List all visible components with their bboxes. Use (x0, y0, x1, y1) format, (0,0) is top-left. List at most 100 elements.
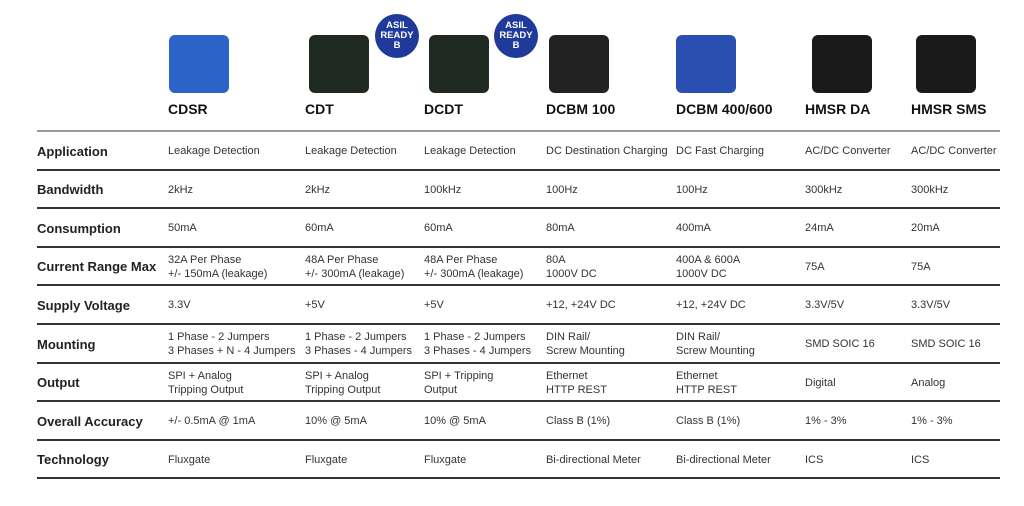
cell-line: +/- 0.5mA @ 1mA (168, 415, 256, 428)
cell-line: Screw Mounting (676, 345, 755, 357)
cell-line: Class B (1%) (676, 415, 741, 428)
badge-line: B (512, 40, 520, 51)
cell-line: 48A Per Phase (424, 253, 498, 266)
table-cell: 100Hz (546, 183, 578, 197)
cell-line: Leakage Detection (168, 145, 260, 157)
row-label: Technology (37, 452, 109, 468)
table-cell: DIN Rail/Screw Mounting (546, 330, 625, 358)
cell-line: HTTP REST (546, 383, 607, 396)
table-cell: Fluxgate (305, 453, 347, 467)
product-name: CDSR (168, 101, 208, 117)
product-name: DCDT (424, 101, 463, 117)
cell-line: 100Hz (546, 183, 578, 196)
product-name: CDT (305, 101, 334, 117)
row-divider (37, 361, 1000, 364)
cell-line: 75A (805, 260, 825, 273)
cell-line: +/- 300mA (leakage) (305, 267, 405, 280)
cell-line: Fluxgate (305, 453, 348, 466)
row-divider (37, 207, 1000, 210)
row-label: Overall Accuracy (37, 413, 143, 429)
cell-line: HTTP REST (676, 383, 737, 396)
cell-line: 10% @ 5mA (305, 415, 367, 428)
row-label: Mounting (37, 336, 96, 352)
cell-line: 80mA (546, 222, 575, 235)
cell-line: 20mA (911, 222, 940, 235)
cell-line: Ethernet (546, 369, 588, 382)
product-image (549, 35, 609, 93)
cell-line: 1000V DC (546, 267, 597, 280)
table-cell: 100Hz (676, 183, 708, 197)
table-cell: 100kHz (424, 183, 461, 197)
table-cell: DC Fast Charging (676, 144, 764, 158)
table-row: Current Range Max 32A Per Phase+/- 150mA … (37, 248, 1000, 286)
cell-line: 24mA (805, 222, 834, 235)
table-cell: Leakage Detection (305, 144, 397, 158)
row-label: Current Range Max (37, 259, 157, 275)
cell-line: SPI + Tripping (424, 369, 494, 382)
cell-line: SPI + Analog (305, 369, 369, 382)
table-cell: Analog (911, 376, 945, 390)
table-cell: 3.3V/5V (911, 298, 950, 312)
table-cell: 48A Per Phase+/- 300mA (leakage) (305, 253, 404, 281)
cell-line: +5V (424, 299, 444, 312)
cell-line: ICS (805, 453, 824, 466)
cell-line: Leakage Detection (305, 145, 397, 157)
cell-line: 2kHz (305, 183, 331, 196)
product-name: HMSR SMS (911, 101, 987, 117)
row-label: Supply Voltage (37, 297, 130, 313)
table-cell: 60mA (305, 221, 334, 235)
row-label: Bandwidth (37, 182, 104, 198)
row-divider (37, 477, 1000, 480)
cell-line: Fluxgate (424, 453, 467, 466)
cell-line: SPI + Analog (168, 369, 232, 382)
cell-line: DC Destination Charging (546, 145, 668, 157)
cell-line: 1% - 3% (805, 415, 847, 428)
cell-line: 32A Per Phase (168, 253, 242, 266)
cell-line: 3.3V (168, 299, 191, 312)
cell-line: 300kHz (911, 183, 949, 196)
product-name: DCBM 400/600 (676, 101, 773, 117)
table-cell: Fluxgate (424, 453, 466, 467)
table-cell: 3.3V/5V (805, 298, 844, 312)
table-cell: 60mA (424, 221, 453, 235)
table-cell: Class B (1%) (676, 414, 740, 428)
cell-line: Bi-directional Meter (546, 453, 641, 466)
row-divider (37, 438, 1000, 441)
table-cell: +12, +24V DC (676, 298, 746, 312)
table-cell: 400mA (676, 221, 711, 235)
row-divider (37, 284, 1000, 287)
cell-line: 3.3V/5V (805, 299, 845, 312)
row-divider (37, 400, 1000, 403)
table-cell: ICS (911, 453, 929, 467)
table-cell: DIN Rail/Screw Mounting (676, 330, 755, 358)
product-name: HMSR DA (805, 101, 871, 117)
cell-line: 3 Phases - 4 Jumpers (424, 345, 531, 357)
product-image (429, 35, 489, 93)
cell-line: +/- 150mA (leakage) (168, 267, 268, 280)
product-image (916, 35, 976, 93)
cell-line: 1 Phase - 2 Jumpers (424, 331, 526, 343)
table-cell: Leakage Detection (168, 144, 260, 158)
table-cell: Digital (805, 376, 836, 390)
table-cell: 50mA (168, 221, 197, 235)
row-label: Consumption (37, 220, 121, 236)
table-cell: +12, +24V DC (546, 298, 616, 312)
table-cell: AC/DC Converter (805, 144, 891, 158)
cell-line: 1 Phase - 2 Jumpers (168, 331, 270, 343)
cell-line: 80A (546, 253, 566, 266)
cell-line: 60mA (424, 222, 453, 235)
badge-line: READY (499, 30, 533, 41)
table-row: Overall Accuracy +/- 0.5mA @ 1mA 10% @ 5mA… (37, 402, 1000, 440)
cell-line: 10% @ 5mA (424, 415, 486, 428)
product-name: DCBM 100 (546, 101, 616, 117)
cell-line: Leakage Detection (424, 145, 516, 157)
